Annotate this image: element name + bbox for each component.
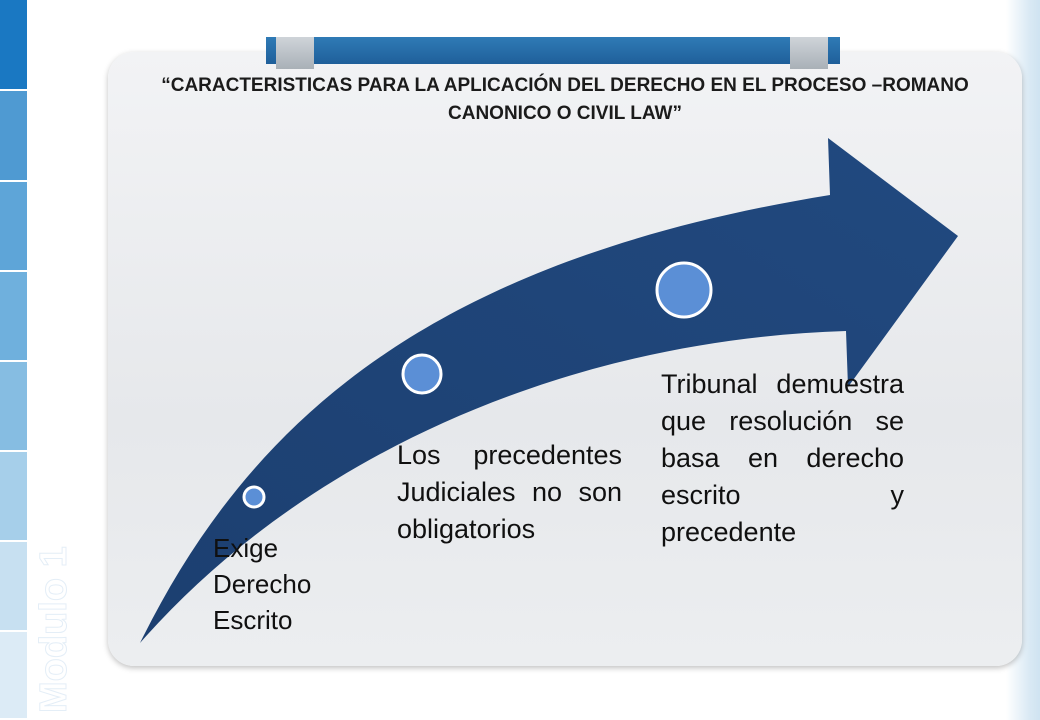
step-text-3: Tribunal demuestra que resolución se bas… [661,369,904,547]
step-text-2: Los precedentes Judiciales no son obliga… [397,440,622,544]
step-marker-3 [655,261,713,319]
side-tile [0,632,27,720]
diagram-title: “CARACTERISTICAS PARA LA APLICACIÓN DEL … [161,75,969,124]
side-tile [0,182,27,272]
side-tile-strip [0,0,27,720]
module-label-text: Modulo 1 [34,546,74,713]
step-marker-2 [401,353,443,395]
module-label: Modulo 1 [34,515,74,715]
header-tab-right [790,37,828,69]
side-tile [0,91,27,182]
step-text-1: Exige Derecho Escrito [213,533,312,635]
side-tile [0,362,27,452]
side-tile [0,542,27,632]
side-tile [0,0,27,91]
header-tab-left [276,37,314,69]
side-tile [0,272,27,362]
curved-arrow [140,138,958,643]
header-bar [266,37,840,64]
side-tile [0,452,27,542]
step-marker-1 [242,485,266,509]
